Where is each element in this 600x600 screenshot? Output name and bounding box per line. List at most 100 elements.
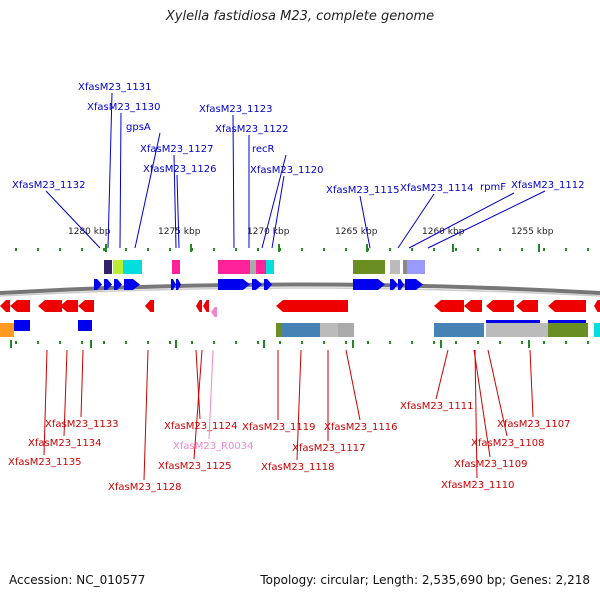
- protein-domain-block: [113, 260, 123, 274]
- scale-tick-mark: [103, 341, 105, 344]
- scale-tick-mark: [59, 248, 61, 251]
- protein-domain-block: [548, 323, 588, 337]
- gene-label-bottom: XfasM23_1110: [441, 480, 515, 491]
- scale-tick-mark: [543, 341, 545, 344]
- scale-tick-label: 1265 kbp: [335, 227, 378, 237]
- map-title: Xylella fastidiosa M23, complete genome: [165, 9, 435, 24]
- forward-gene-arrow: [405, 279, 423, 290]
- scale-tick-mark: [543, 248, 545, 251]
- protein-domain-block: [256, 260, 266, 274]
- scale-tick-mark: [499, 341, 501, 344]
- scale-tick-mark: [433, 248, 435, 251]
- gene-label-bottom: XfasM23_1125: [158, 461, 232, 472]
- scale-major-tick: [452, 244, 454, 252]
- scale-major-tick: [10, 340, 12, 348]
- scale-tick-mark: [301, 341, 303, 344]
- scale-tick-mark: [81, 341, 83, 344]
- protein-domain-block: [407, 260, 425, 274]
- scale-tick-mark: [521, 248, 523, 251]
- scale-tick-mark: [323, 248, 325, 251]
- scale-tick-mark: [103, 248, 105, 251]
- gene-label-top: XfasM23_1112: [511, 180, 585, 191]
- gene-label-bottom: XfasM23_1128: [108, 482, 182, 493]
- protein-domain-block: [276, 323, 282, 337]
- scale-tick-label: 1255 kbp: [511, 227, 554, 237]
- gene-leader-line: [195, 349, 201, 420]
- scale-tick-label: 1260 kbp: [422, 227, 465, 237]
- accession-text: Accession: NC_010577: [9, 573, 146, 587]
- scale-tick-mark: [587, 341, 589, 344]
- gene-label-top: rpmF: [480, 182, 506, 193]
- gene-leader-line: [427, 190, 546, 249]
- scale-tick-mark: [279, 341, 281, 344]
- reverse-gene-arrow: [203, 300, 209, 312]
- scale-major-tick: [278, 244, 280, 252]
- scale-major-tick: [190, 244, 192, 252]
- reverse-gene-arrow: [548, 300, 586, 312]
- protein-domain-block: [320, 323, 338, 337]
- gene-leader-line: [45, 190, 101, 249]
- gene-label-top: XfasM23_1115: [326, 185, 400, 196]
- gene-label-top: recR: [252, 144, 275, 155]
- gene-label-top: gpsA: [126, 122, 151, 133]
- gene-leader-line: [232, 114, 235, 249]
- scale-tick-mark: [389, 341, 391, 344]
- reverse-gene-arrow: [60, 300, 78, 312]
- forward-gene-arrow: [390, 279, 398, 290]
- scale-tick-mark: [433, 341, 435, 344]
- gene-leader-line: [474, 349, 478, 479]
- gene-leader-line: [345, 349, 361, 421]
- scale-major-tick: [528, 340, 530, 348]
- protein-domain-block: [338, 323, 354, 337]
- gene-leader-line: [107, 92, 113, 249]
- gene-leader-line: [435, 349, 449, 400]
- gene-label-top: XfasM23_1114: [400, 183, 474, 194]
- scale-major-tick: [440, 340, 442, 348]
- scale-tick-mark: [15, 341, 17, 344]
- gene-label-top: XfasM23_1131: [78, 82, 152, 93]
- scale-major-tick: [105, 244, 107, 252]
- scale-tick-mark: [257, 341, 259, 344]
- gene-label-top: XfasM23_1122: [215, 124, 289, 135]
- forward-gene-arrow: [114, 279, 122, 290]
- forward-gene-arrow: [398, 279, 404, 290]
- protein-domain-block: [123, 260, 142, 274]
- scale-tick-mark: [323, 341, 325, 344]
- scale-tick-mark: [345, 341, 347, 344]
- gene-label-bottom: XfasM23_1108: [471, 438, 545, 449]
- scale-tick-mark: [125, 341, 127, 344]
- gene-leader-line: [208, 349, 214, 440]
- scale-tick-mark: [235, 341, 237, 344]
- forward-gene-arrow: [176, 279, 181, 290]
- gene-leader-line: [261, 154, 287, 249]
- scale-tick-mark: [257, 248, 259, 251]
- protein-domain-block: [594, 323, 600, 337]
- forward-gene-arrow: [252, 279, 262, 290]
- scale-tick-mark: [345, 248, 347, 251]
- gene-leader-line: [119, 112, 122, 249]
- protein-domain-block: [250, 260, 256, 274]
- reverse-gene-arrow: [486, 300, 514, 312]
- gene-leader-line: [43, 349, 48, 456]
- protein-domain-block: [0, 323, 14, 337]
- gene-label-top: XfasM23_1126: [143, 164, 217, 175]
- gene-label-bottom: XfasM23_1111: [400, 401, 474, 412]
- scale-tick-mark: [15, 248, 17, 251]
- forward-gene-arrow: [94, 279, 102, 290]
- gene-leader-line: [529, 349, 534, 418]
- gene-leader-line: [173, 154, 177, 249]
- forward-gene-arrow: [218, 279, 250, 290]
- scale-tick-mark: [59, 341, 61, 344]
- gene-leader-line: [296, 349, 302, 461]
- scale-tick-label: 1275 kbp: [158, 227, 201, 237]
- gene-label-bottom: XfasM23_1118: [261, 462, 335, 473]
- reverse-gene-arrow: [78, 300, 94, 312]
- gene-label-bottom: XfasM23_1107: [497, 419, 571, 430]
- scale-tick-mark: [477, 341, 479, 344]
- gene-label-bottom: XfasM23_1135: [8, 457, 82, 468]
- forward-gene-arrow: [353, 279, 385, 290]
- forward-gene-arrow: [264, 279, 272, 290]
- forward-gene-arrow: [171, 279, 176, 290]
- scale-tick-mark: [213, 248, 215, 251]
